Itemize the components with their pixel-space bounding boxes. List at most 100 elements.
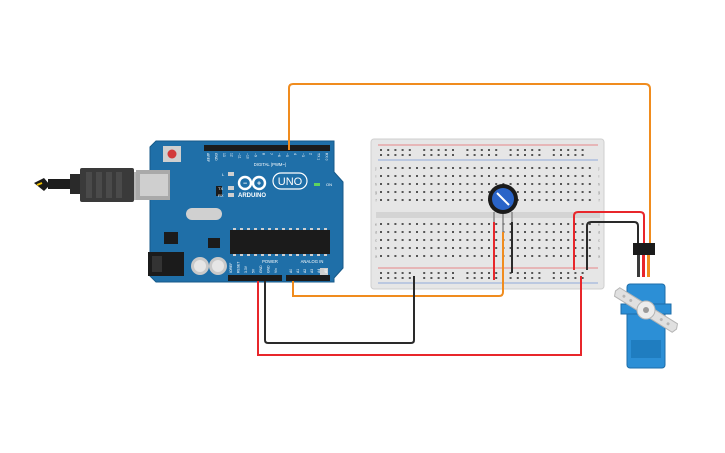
breadboard-hole[interactable] — [473, 231, 476, 233]
breadboard-hole[interactable] — [437, 231, 440, 233]
breadboard-hole[interactable] — [495, 231, 498, 233]
breadboard-hole[interactable] — [516, 154, 519, 156]
breadboard-hole[interactable] — [459, 223, 462, 225]
breadboard-hole[interactable] — [473, 255, 476, 257]
breadboard-hole[interactable] — [567, 231, 570, 233]
breadboard-hole[interactable] — [452, 167, 454, 169]
breadboard-hole[interactable] — [516, 277, 519, 279]
breadboard-hole[interactable] — [488, 154, 490, 156]
breadboard-hole[interactable] — [387, 247, 390, 249]
breadboard-hole[interactable] — [401, 183, 404, 185]
breadboard-hole[interactable] — [509, 149, 512, 151]
breadboard-hole[interactable] — [408, 231, 411, 233]
breadboard-hole[interactable] — [531, 191, 534, 193]
breadboard-hole[interactable] — [452, 239, 454, 241]
breadboard-hole[interactable] — [437, 247, 440, 249]
breadboard-hole[interactable] — [524, 272, 526, 274]
breadboard-hole[interactable] — [495, 272, 498, 274]
breadboard-hole[interactable] — [588, 183, 591, 185]
breadboard-hole[interactable] — [480, 149, 483, 151]
breadboard-hole[interactable] — [480, 231, 483, 233]
breadboard-hole[interactable] — [380, 239, 382, 241]
breadboard-hole[interactable] — [473, 247, 476, 249]
breadboard-hole[interactable] — [408, 247, 411, 249]
breadboard-hole[interactable] — [430, 175, 433, 177]
breadboard-hole[interactable] — [545, 239, 548, 241]
breadboard-hole[interactable] — [394, 247, 397, 249]
breadboard-hole[interactable] — [581, 199, 584, 201]
breadboard-hole[interactable] — [408, 191, 411, 193]
breadboard-hole[interactable] — [437, 167, 440, 169]
breadboard-hole[interactable] — [416, 167, 418, 169]
breadboard-hole[interactable] — [444, 272, 447, 274]
breadboard-hole[interactable] — [480, 199, 483, 201]
breadboard-hole[interactable] — [416, 231, 418, 233]
breadboard-hole[interactable] — [394, 223, 397, 225]
breadboard-hole[interactable] — [567, 154, 570, 156]
servo-ground-wire[interactable] — [586, 221, 639, 270]
breadboard-hole[interactable] — [416, 239, 418, 241]
breadboard-hole[interactable] — [538, 247, 541, 249]
breadboard-hole[interactable] — [531, 231, 534, 233]
breadboard-hole[interactable] — [567, 175, 570, 177]
breadboard-hole[interactable] — [380, 191, 382, 193]
breadboard-hole[interactable] — [567, 272, 570, 274]
breadboard-hole[interactable] — [380, 277, 382, 279]
breadboard-hole[interactable] — [545, 199, 548, 201]
breadboard-hole[interactable] — [466, 255, 469, 257]
breadboard-hole[interactable] — [401, 255, 404, 257]
breadboard-hole[interactable] — [581, 247, 584, 249]
breadboard-hole[interactable] — [538, 149, 541, 151]
breadboard-hole[interactable] — [416, 223, 418, 225]
breadboard-hole[interactable] — [574, 223, 577, 225]
breadboard-hole[interactable] — [581, 255, 584, 257]
breadboard-hole[interactable] — [401, 175, 404, 177]
breadboard-hole[interactable] — [552, 199, 555, 201]
breadboard-hole[interactable] — [408, 199, 411, 201]
breadboard-hole[interactable] — [567, 149, 570, 151]
breadboard-hole[interactable] — [516, 149, 519, 151]
breadboard-hole[interactable] — [488, 239, 490, 241]
breadboard-hole[interactable] — [509, 239, 512, 241]
breadboard-hole[interactable] — [394, 277, 397, 279]
breadboard-hole[interactable] — [538, 167, 541, 169]
breadboard-hole[interactable] — [452, 183, 454, 185]
breadboard-hole[interactable] — [488, 247, 490, 249]
breadboard-hole[interactable] — [581, 183, 584, 185]
breadboard-hole[interactable] — [437, 154, 440, 156]
breadboard-hole[interactable] — [444, 277, 447, 279]
breadboard-hole[interactable] — [524, 247, 526, 249]
breadboard-hole[interactable] — [524, 175, 526, 177]
breadboard-hole[interactable] — [459, 255, 462, 257]
breadboard-hole[interactable] — [574, 277, 577, 279]
breadboard-hole[interactable] — [538, 239, 541, 241]
breadboard-hole[interactable] — [509, 255, 512, 257]
breadboard-hole[interactable] — [459, 247, 462, 249]
breadboard-hole[interactable] — [495, 239, 498, 241]
breadboard-hole[interactable] — [430, 247, 433, 249]
breadboard-hole[interactable] — [480, 239, 483, 241]
breadboard-hole[interactable] — [488, 149, 490, 151]
breadboard-hole[interactable] — [408, 272, 411, 274]
breadboard-hole[interactable] — [531, 239, 534, 241]
breadboard-hole[interactable] — [408, 167, 411, 169]
breadboard-hole[interactable] — [444, 175, 447, 177]
breadboard-hole[interactable] — [459, 199, 462, 201]
power-wire-5v[interactable] — [257, 276, 582, 356]
breadboard-hole[interactable] — [531, 154, 534, 156]
breadboard-hole[interactable] — [538, 199, 541, 201]
breadboard-hole[interactable] — [387, 183, 390, 185]
breadboard-hole[interactable] — [437, 255, 440, 257]
breadboard-hole[interactable] — [387, 191, 390, 193]
breadboard-hole[interactable] — [574, 175, 577, 177]
breadboard-hole[interactable] — [552, 154, 555, 156]
breadboard-hole[interactable] — [574, 255, 577, 257]
breadboard-hole[interactable] — [452, 199, 454, 201]
breadboard-hole[interactable] — [524, 191, 526, 193]
breadboard-hole[interactable] — [495, 247, 498, 249]
breadboard-hole[interactable] — [459, 231, 462, 233]
breadboard-hole[interactable] — [430, 223, 433, 225]
breadboard-hole[interactable] — [567, 277, 570, 279]
pot-wiper-wire[interactable] — [292, 232, 504, 297]
breadboard-hole[interactable] — [480, 223, 483, 225]
